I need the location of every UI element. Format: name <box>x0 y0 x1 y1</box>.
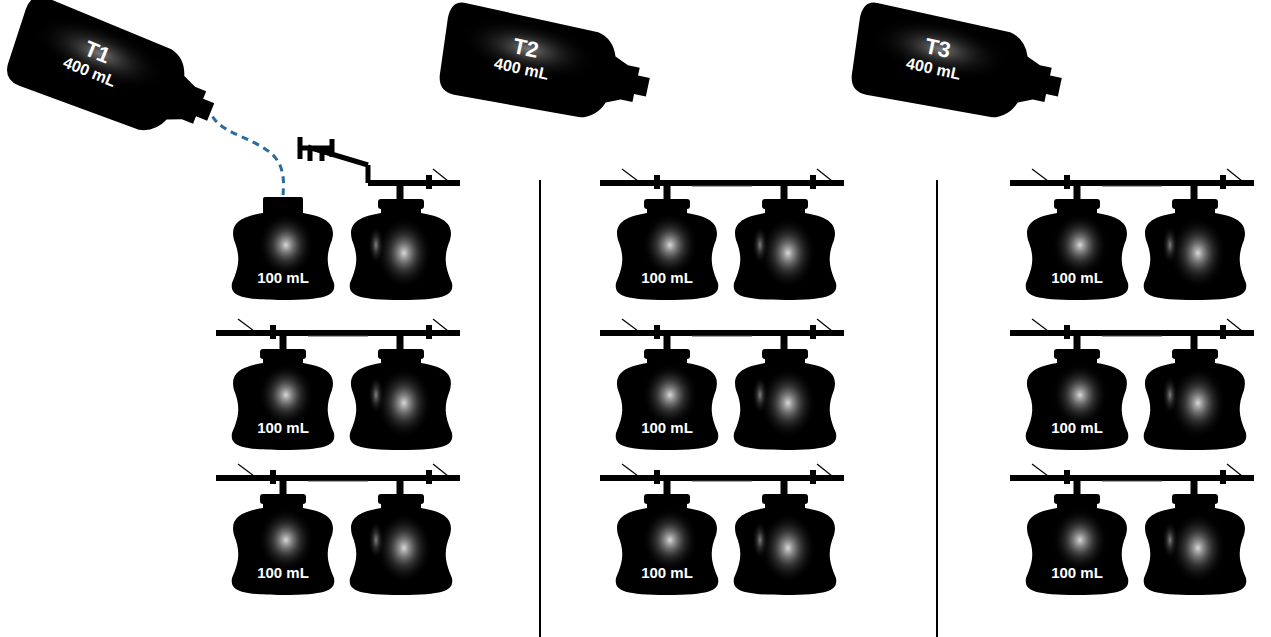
bottle-cap <box>1054 494 1100 504</box>
bottle-cap <box>644 494 690 504</box>
tilted-bottle: T1400 mL <box>0 0 240 164</box>
volume-label: 100 mL <box>1022 419 1132 436</box>
bottle-shine <box>258 213 314 277</box>
bottle-cap <box>260 349 306 359</box>
bottle-body <box>232 207 335 300</box>
sample-bottle: 100 mL <box>612 195 722 300</box>
bottle-body <box>1026 207 1129 300</box>
bottle-shine <box>1052 213 1108 277</box>
bottle-body <box>616 502 719 595</box>
tilted-bottle: T3400 mL <box>843 0 1080 141</box>
bottle-body <box>616 357 719 450</box>
bottle-body <box>616 207 719 300</box>
bottle-body <box>0 0 227 156</box>
sample-bottle: 100 mL <box>228 195 338 300</box>
sample-bottle: 100 mL <box>612 345 722 450</box>
sample-bottle: 100 mL <box>1022 345 1132 450</box>
volume-label: 100 mL <box>612 564 722 581</box>
bottle-outline <box>0 0 240 164</box>
sample-bottle: 100 mL <box>228 345 338 450</box>
sample-bottle: 100 mL <box>1022 195 1132 300</box>
bottle-shine <box>642 213 698 277</box>
bottle-body <box>1026 502 1129 595</box>
bottle-shine <box>642 508 698 572</box>
volume-label: 100 mL <box>228 269 338 286</box>
volume-label: 100 mL <box>228 419 338 436</box>
volume-label: 100 mL <box>228 564 338 581</box>
sample-bottle: 100 mL <box>228 490 338 595</box>
bottle-cap <box>644 349 690 359</box>
bottle-shine <box>642 363 698 427</box>
bottle-shine <box>258 508 314 572</box>
volume-label: 100 mL <box>612 419 722 436</box>
bottle-shine <box>1052 508 1108 572</box>
bottle-cap <box>1054 349 1100 359</box>
sample-bottle: 100 mL <box>1022 490 1132 595</box>
bottle-shine <box>258 363 314 427</box>
bottle-body <box>1026 357 1129 450</box>
sample-bottle: 100 mL <box>612 490 722 595</box>
bottle-body <box>232 502 335 595</box>
bottle-cap <box>1054 199 1100 209</box>
volume-label: 100 mL <box>1022 269 1132 286</box>
bottle-neck <box>263 197 303 209</box>
bottle-shine <box>1052 363 1108 427</box>
pour-stream <box>213 117 284 197</box>
tilted-bottle: T2400 mL <box>431 0 668 141</box>
volume-label: 100 mL <box>612 269 722 286</box>
bottle-cap <box>260 494 306 504</box>
bottle-body <box>845 0 1070 134</box>
bottle-body <box>433 0 658 134</box>
bottle-body <box>232 357 335 450</box>
bottle-cap <box>644 199 690 209</box>
volume-label: 100 mL <box>1022 564 1132 581</box>
